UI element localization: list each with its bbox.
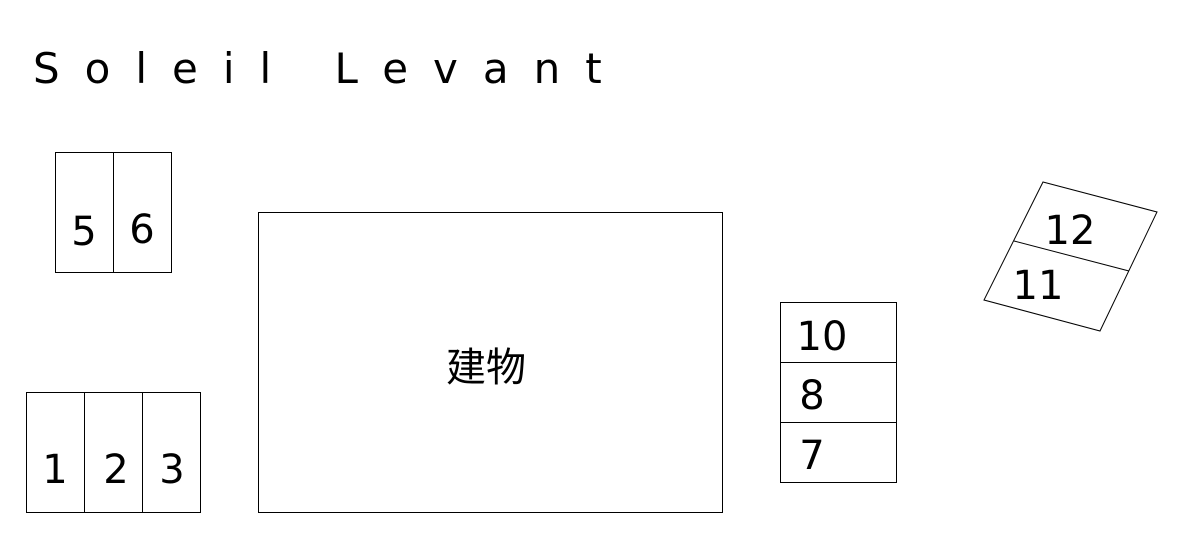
site-title: Soleil Levant	[33, 44, 627, 93]
parking-block-12-11-outline	[983, 181, 1158, 332]
parking-block-1-2-3-outline	[26, 392, 201, 513]
space-2-label: 2	[103, 447, 128, 493]
space-12-label: 12	[1045, 208, 1096, 254]
parking-group-10-8-7: 10 8 7	[780, 302, 897, 483]
parking-group-1-2-3: 1 2 3	[26, 392, 201, 513]
space-1-label: 1	[42, 447, 67, 493]
parking-group-5-6: 5 6	[55, 152, 172, 273]
parking-group-12-11: 12 11	[983, 181, 1158, 332]
building-label: 建物	[446, 345, 526, 391]
space-5-label: 5	[71, 209, 96, 255]
space-divider	[1013, 240, 1130, 272]
space-11-label: 11	[1013, 263, 1064, 309]
parking-block-10-8-7-outline	[780, 302, 897, 483]
space-3-label: 3	[159, 447, 184, 493]
space-10-label: 10	[797, 314, 848, 360]
space-6-label: 6	[129, 207, 154, 253]
building-outline	[258, 212, 723, 513]
space-7-label: 7	[799, 433, 824, 479]
space-8-label: 8	[799, 373, 824, 419]
building: 建物	[258, 212, 723, 513]
